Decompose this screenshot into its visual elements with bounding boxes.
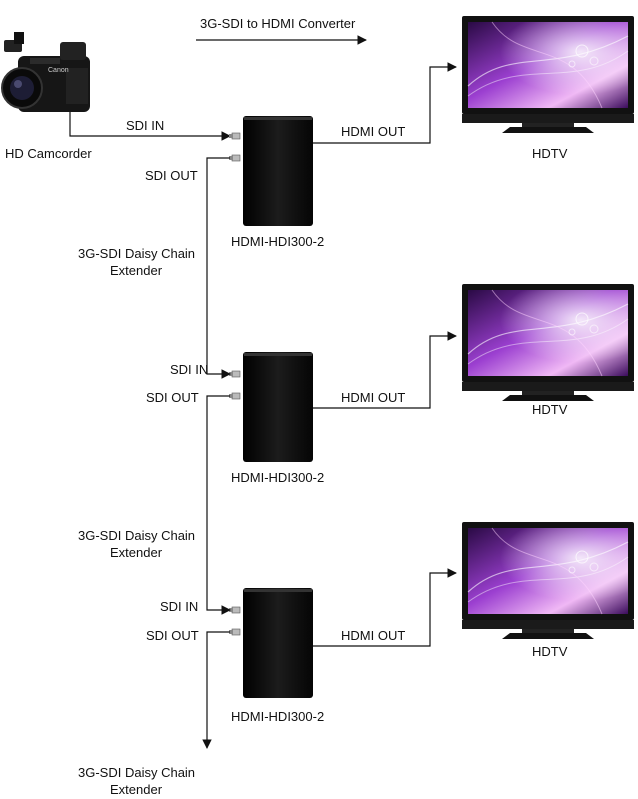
bnc-connector-in-3 — [228, 606, 241, 614]
hdtv-icon-2 — [461, 283, 635, 402]
chain-label-2b: Extender — [110, 545, 163, 560]
hdmi-out-label-2: HDMI OUT — [341, 390, 405, 405]
chain-label-1b: Extender — [110, 263, 163, 278]
sdi-in-label-1: SDI IN — [126, 118, 164, 133]
chain-label-3b: Extender — [110, 782, 163, 797]
chain-line-2 — [206, 395, 231, 615]
chain-label-3a: 3G-SDI Daisy Chain — [78, 765, 195, 780]
converter-device-1 — [243, 116, 313, 226]
converter-device-2 — [243, 352, 313, 462]
chain-line-3 — [202, 631, 230, 749]
hdmi-out-label-3: HDMI OUT — [341, 628, 405, 643]
hdmi-out-line-2 — [313, 331, 457, 409]
bnc-connector-in-1 — [228, 132, 241, 140]
header-title: 3G-SDI to HDMI Converter — [200, 16, 356, 31]
sdi-in-line-1 — [69, 112, 231, 141]
bnc-connector-out-3 — [228, 628, 241, 636]
bnc-connector-in-2 — [228, 370, 241, 378]
sdi-in-label-2: SDI IN — [170, 362, 208, 377]
device-label-3: HDMI-HDI300-2 — [231, 709, 324, 724]
chain-label-1a: 3G-SDI Daisy Chain — [78, 246, 195, 261]
hdtv-label-3: HDTV — [532, 644, 568, 659]
sdi-in-label-3: SDI IN — [160, 599, 198, 614]
device-label-2: HDMI-HDI300-2 — [231, 470, 324, 485]
chain-line-1 — [206, 157, 231, 379]
converter-device-3 — [243, 588, 313, 698]
hdtv-label-1: HDTV — [532, 146, 568, 161]
bnc-connector-out-1 — [228, 154, 241, 162]
camcorder-brand: Canon — [48, 67, 69, 74]
camcorder-icon — [1, 32, 90, 112]
hdmi-out-label-1: HDMI OUT — [341, 124, 405, 139]
hdmi-out-line-1 — [313, 62, 457, 144]
camcorder-label: HD Camcorder — [5, 146, 92, 161]
sdi-out-label-1: SDI OUT — [145, 168, 198, 183]
device-label-1: HDMI-HDI300-2 — [231, 234, 324, 249]
hdmi-out-line-3 — [313, 568, 457, 647]
sdi-out-label-2: SDI OUT — [146, 390, 199, 405]
bnc-connector-out-2 — [228, 392, 241, 400]
hdtv-label-2: HDTV — [532, 402, 568, 417]
sdi-out-label-3: SDI OUT — [146, 628, 199, 643]
hdtv-icon-3 — [461, 521, 635, 640]
chain-label-2a: 3G-SDI Daisy Chain — [78, 528, 195, 543]
hdtv-icon-1 — [461, 15, 635, 134]
